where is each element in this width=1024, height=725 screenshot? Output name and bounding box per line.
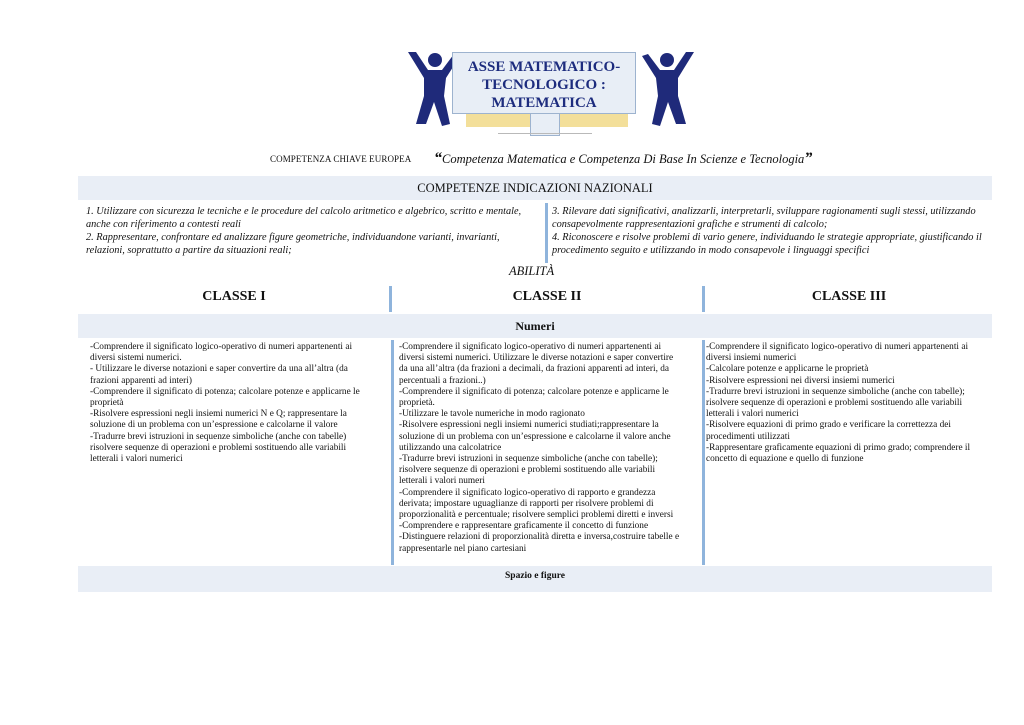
text-line: diversi sistemi numerici. — [90, 353, 182, 364]
text-line: risolvere sequenze di operazioni e probl… — [90, 442, 347, 453]
text-line: -Comprendere il significato di potenza; … — [90, 386, 360, 397]
text-line: procedimenti utilizzati — [706, 431, 790, 442]
text-line: -Tradurre brevi istruzioni in sequenze s… — [90, 431, 347, 442]
text-line: letterali i valori numerici — [706, 409, 799, 420]
text-line: soluzione di un problema con un’espressi… — [90, 420, 338, 431]
close-quote: ” — [804, 150, 813, 167]
text-line: -Risolvere espressioni negli insiemi num… — [399, 420, 659, 431]
text-line: -Comprendere e rappresentare graficament… — [399, 521, 649, 532]
column-divider — [389, 286, 392, 312]
classe-3-numeri: -Comprendere il significato logico-opera… — [706, 342, 992, 465]
text-line: rappresentarle nel piano cartesiani — [399, 543, 527, 554]
indicazione-item: 4. Riconoscere e risolve problemi di var… — [552, 232, 982, 256]
title-line: TECNOLOGICO : — [482, 77, 606, 93]
column-divider — [545, 203, 548, 263]
text-line: percentuali a frazioni..) — [399, 375, 486, 386]
text-line: frazioni apparenti ad interi) — [90, 375, 192, 386]
text-line: -Comprendere il significato di potenza; … — [399, 386, 669, 397]
text-line: da una all’altra (da frazioni a decimali… — [399, 364, 669, 375]
text-line: derivata; impostare uguaglianze di rappo… — [399, 498, 654, 509]
text-line: risolvere sequenze di operazioni e probl… — [706, 398, 963, 409]
divider — [498, 133, 592, 134]
text-line: -Risolvere equazioni di primo grado e ve… — [706, 420, 951, 431]
text-line: -Comprendere il significato logico-opera… — [399, 342, 662, 352]
classe-1-heading: CLASSE I — [202, 289, 266, 304]
text-line: diversi sistemi numerici. Utilizzare le … — [399, 353, 674, 364]
text-line: -Comprendere il significato logico-opera… — [399, 487, 656, 498]
text-line: letterali i valori numerici — [90, 454, 183, 465]
text-line: diversi insiemi numerici — [706, 353, 797, 364]
classe-2-heading: CLASSE II — [512, 289, 582, 304]
indicazioni-left: 1. Utilizzare con sicurezza le tecniche … — [86, 205, 538, 257]
text-line: proprietà. — [399, 398, 435, 409]
competenza-label: COMPETENZA CHIAVE EUROPEA — [270, 154, 412, 164]
spazio-heading: Spazio e figure — [78, 566, 992, 592]
indicazioni-heading: COMPETENZE INDICAZIONI NAZIONALI — [78, 176, 992, 200]
indicazione-item: 2. Rappresentare, confrontare ed analizz… — [86, 232, 500, 256]
competenza-name: “Competenza Matematica e Competenza Di B… — [434, 150, 812, 168]
text-line: -Risolvere espressioni nei diversi insie… — [706, 375, 895, 386]
page-title: ASSE MATEMATICO- TECNOLOGICO : MATEMATIC… — [452, 52, 636, 114]
raised-arms-figure-icon — [402, 48, 462, 128]
text-line: -Utilizzare le tavole numeriche in modo … — [399, 409, 585, 420]
text-line: - Utilizzare le diverse notazioni e sape… — [90, 364, 348, 375]
title-line: ASSE MATEMATICO- — [467, 59, 621, 75]
text-line: -Comprendere il significato logico-opera… — [706, 342, 969, 352]
indicazione-item: 1. Utilizzare con sicurezza le tecniche … — [86, 206, 522, 230]
title-line: MATEMATICA — [491, 95, 597, 111]
text-line: -Comprendere il significato logico-opera… — [90, 342, 353, 352]
competenza-text: Competenza Matematica e Competenza Di Ba… — [442, 152, 805, 166]
column-divider — [702, 340, 705, 565]
text-line: proprietà — [90, 398, 124, 409]
column-divider — [702, 286, 705, 312]
text-line: -Rappresentare graficamente equazioni di… — [706, 442, 971, 453]
raised-arms-figure-icon — [640, 48, 700, 128]
text-line: -Calcolare potenze e applicarne le propr… — [706, 364, 869, 375]
text-line: soluzione di un problema con un’espressi… — [399, 431, 671, 442]
abilita-heading: ABILITÀ — [509, 264, 555, 278]
text-line: concetto di equazione e quello di funzio… — [706, 454, 864, 465]
text-line: utilizzando una calcolatrice — [399, 442, 502, 453]
column-divider — [391, 340, 394, 565]
classe-3-heading: CLASSE III — [811, 289, 887, 304]
text-line: -Tradurre brevi istruzioni in sequenze s… — [706, 386, 965, 397]
text-line: -Tradurre brevi istruzioni in sequenze s… — [399, 454, 658, 465]
numeri-heading: Numeri — [78, 314, 992, 338]
classe-1-numeri: -Comprendere il significato logico-opera… — [90, 342, 382, 465]
classe-2-numeri: -Comprendere il significato logico-opera… — [399, 342, 697, 555]
text-line: -Distinguere relazioni di proporzionalit… — [399, 532, 680, 543]
indicazione-item: 3. Rilevare dati significativi, analizza… — [552, 206, 976, 230]
indicazioni-right: 3. Rilevare dati significativi, analizza… — [552, 205, 986, 257]
text-line: proporzionalità e percentuale; risolvere… — [399, 510, 674, 521]
text-line: letterali i valori numeri — [399, 476, 485, 487]
open-quote: “ — [434, 150, 442, 167]
text-line: risolvere sequenze di operazioni e probl… — [399, 465, 656, 476]
title-stem — [530, 114, 560, 136]
text-line: -Risolvere espressioni negli insiemi num… — [90, 409, 347, 420]
